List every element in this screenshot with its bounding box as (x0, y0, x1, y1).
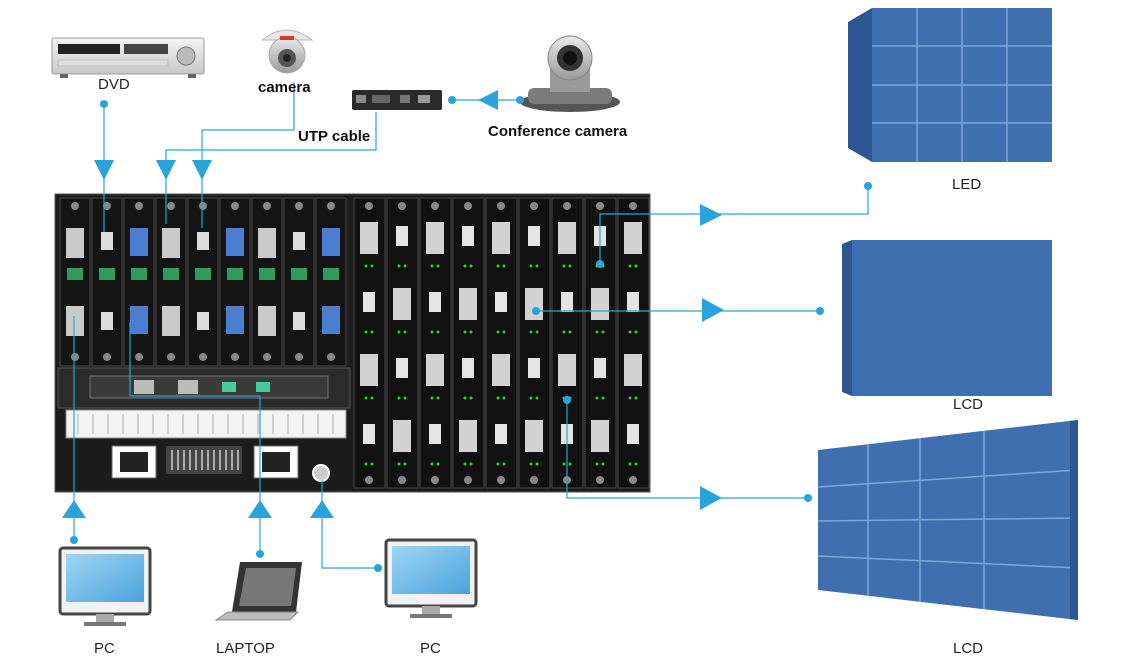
connection-dots (70, 96, 872, 572)
laptop-label: LAPTOP (216, 640, 275, 657)
pc-right-label: PC (420, 640, 441, 657)
matrix-chassis (54, 193, 651, 493)
conference-camera-label: Conference camera (488, 123, 628, 140)
dome-camera-icon (260, 29, 314, 74)
laptop-icon (214, 562, 302, 621)
lcd-bottom-video-wall (817, 420, 1079, 620)
led-label: LED (952, 176, 982, 193)
conference-camera-icon (520, 35, 620, 112)
lcd-bottom-label: LCD (953, 640, 984, 657)
utp-cable-label: UTP cable (298, 128, 371, 145)
dvd-player-icon (51, 37, 205, 78)
lcd-top-label: LCD (953, 396, 984, 413)
dvd-label: DVD (98, 76, 130, 93)
lcd-top-video-wall (842, 240, 1052, 396)
pc-left-monitor (58, 546, 152, 626)
led-video-wall (848, 8, 1052, 162)
pc-left-label: PC (94, 640, 115, 657)
pc-right-monitor (384, 538, 478, 618)
signal-arrows (62, 90, 724, 518)
camera-label: camera (258, 79, 311, 96)
encoder-box-icon (352, 90, 442, 110)
